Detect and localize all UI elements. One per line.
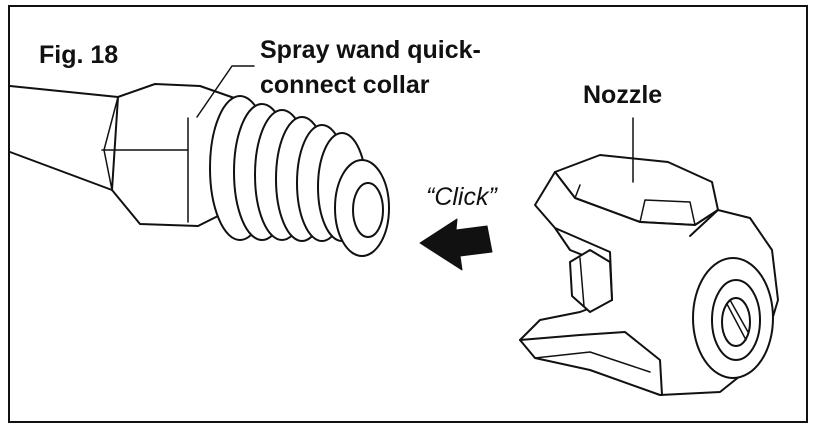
arrow-left-icon — [419, 218, 493, 271]
spray-wand — [9, 83, 390, 257]
nozzle — [519, 154, 779, 396]
collar-label-line2: connect collar — [260, 71, 430, 99]
nozzle-label: Nozzle — [583, 81, 662, 109]
collar-leader-line — [196, 65, 255, 118]
click-label: “Click” — [426, 183, 498, 211]
collar-label-line1: Spray wand quick- — [260, 36, 481, 64]
figure-border — [8, 5, 808, 423]
figure-label: Fig. 18 — [39, 41, 118, 69]
